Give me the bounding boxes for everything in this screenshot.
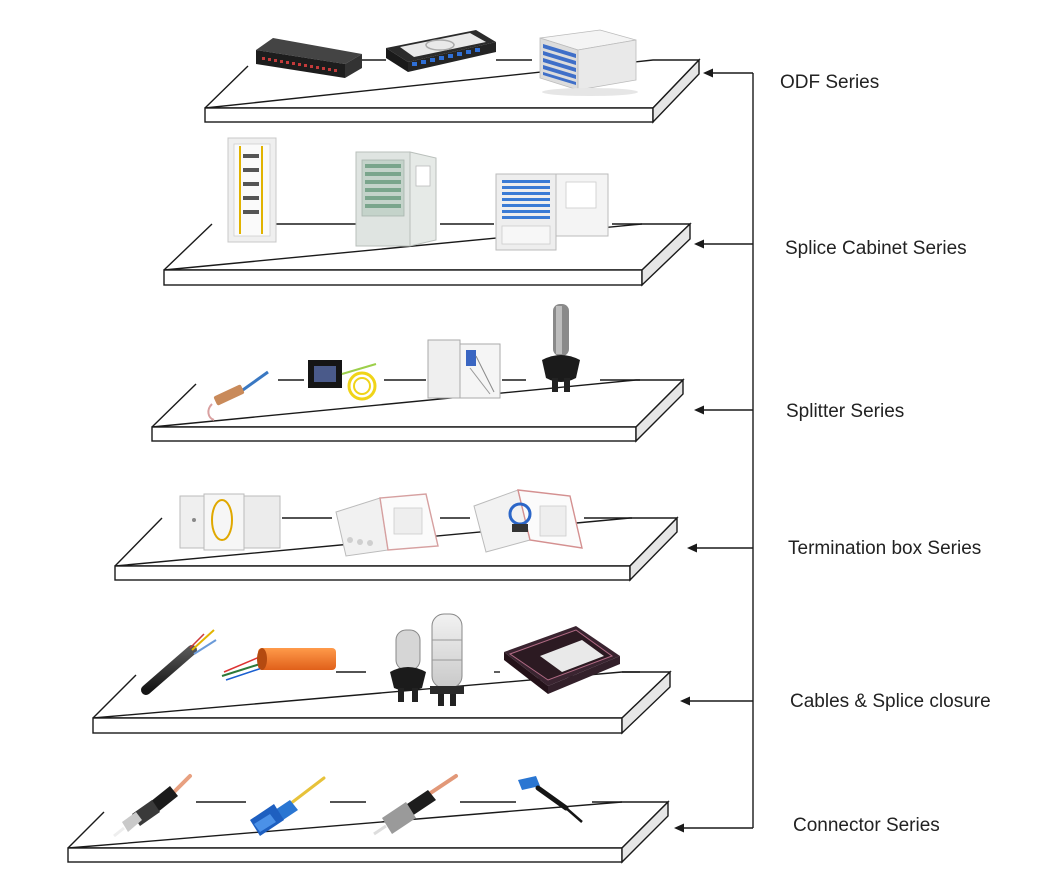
cabinet-odf-icon bbox=[539, 29, 638, 96]
label-termination-box-series: Termination box Series bbox=[788, 538, 982, 559]
label-cables-splice-closure: Cables & Splice closure bbox=[790, 691, 991, 712]
arrow-odf bbox=[703, 68, 753, 78]
splitter-distribution-box-icon bbox=[427, 339, 501, 399]
wall-termination-box-icon bbox=[179, 493, 281, 551]
label-splice-cabinet-series: Splice Cabinet Series bbox=[785, 238, 967, 259]
shelf-cables bbox=[92, 670, 672, 735]
arrow-connector bbox=[674, 823, 753, 833]
drop-cable-icon bbox=[141, 629, 217, 695]
dome-splice-closure-icon bbox=[542, 304, 580, 392]
lc-connector-icon bbox=[518, 776, 583, 823]
wall-splice-cabinet-icon bbox=[495, 173, 609, 251]
abs-box-splitter-icon bbox=[308, 360, 377, 401]
arrow-splice-cabinet bbox=[694, 239, 753, 249]
armored-fiber-cable-icon bbox=[221, 648, 336, 681]
sc-connector-icon bbox=[250, 776, 326, 836]
label-connector-series: Connector Series bbox=[793, 815, 940, 836]
steel-tube-splitter-icon bbox=[207, 370, 269, 421]
label-odf-series: ODF Series bbox=[780, 72, 880, 93]
shelf-splitter bbox=[151, 378, 685, 443]
floor-splice-rack-icon bbox=[227, 137, 277, 243]
rack-mount-odf-icon bbox=[256, 38, 362, 78]
fiber-access-terminal-icon bbox=[473, 489, 583, 553]
arrow-termination bbox=[687, 543, 753, 553]
horizontal-splice-closure-icon bbox=[504, 626, 620, 694]
fc-connector-icon bbox=[373, 774, 458, 836]
sliding-drawer-odf-icon bbox=[386, 30, 496, 72]
outdoor-termination-box-icon bbox=[335, 493, 439, 557]
arrow-splitter bbox=[694, 405, 753, 415]
st-connector-icon bbox=[113, 774, 192, 838]
arrow-cables bbox=[680, 696, 753, 706]
shelf-connector bbox=[67, 800, 670, 864]
label-splitter-series: Splitter Series bbox=[786, 401, 905, 422]
dome-closure-pair-icon bbox=[390, 613, 464, 706]
outdoor-splice-cabinet-icon bbox=[355, 151, 437, 247]
